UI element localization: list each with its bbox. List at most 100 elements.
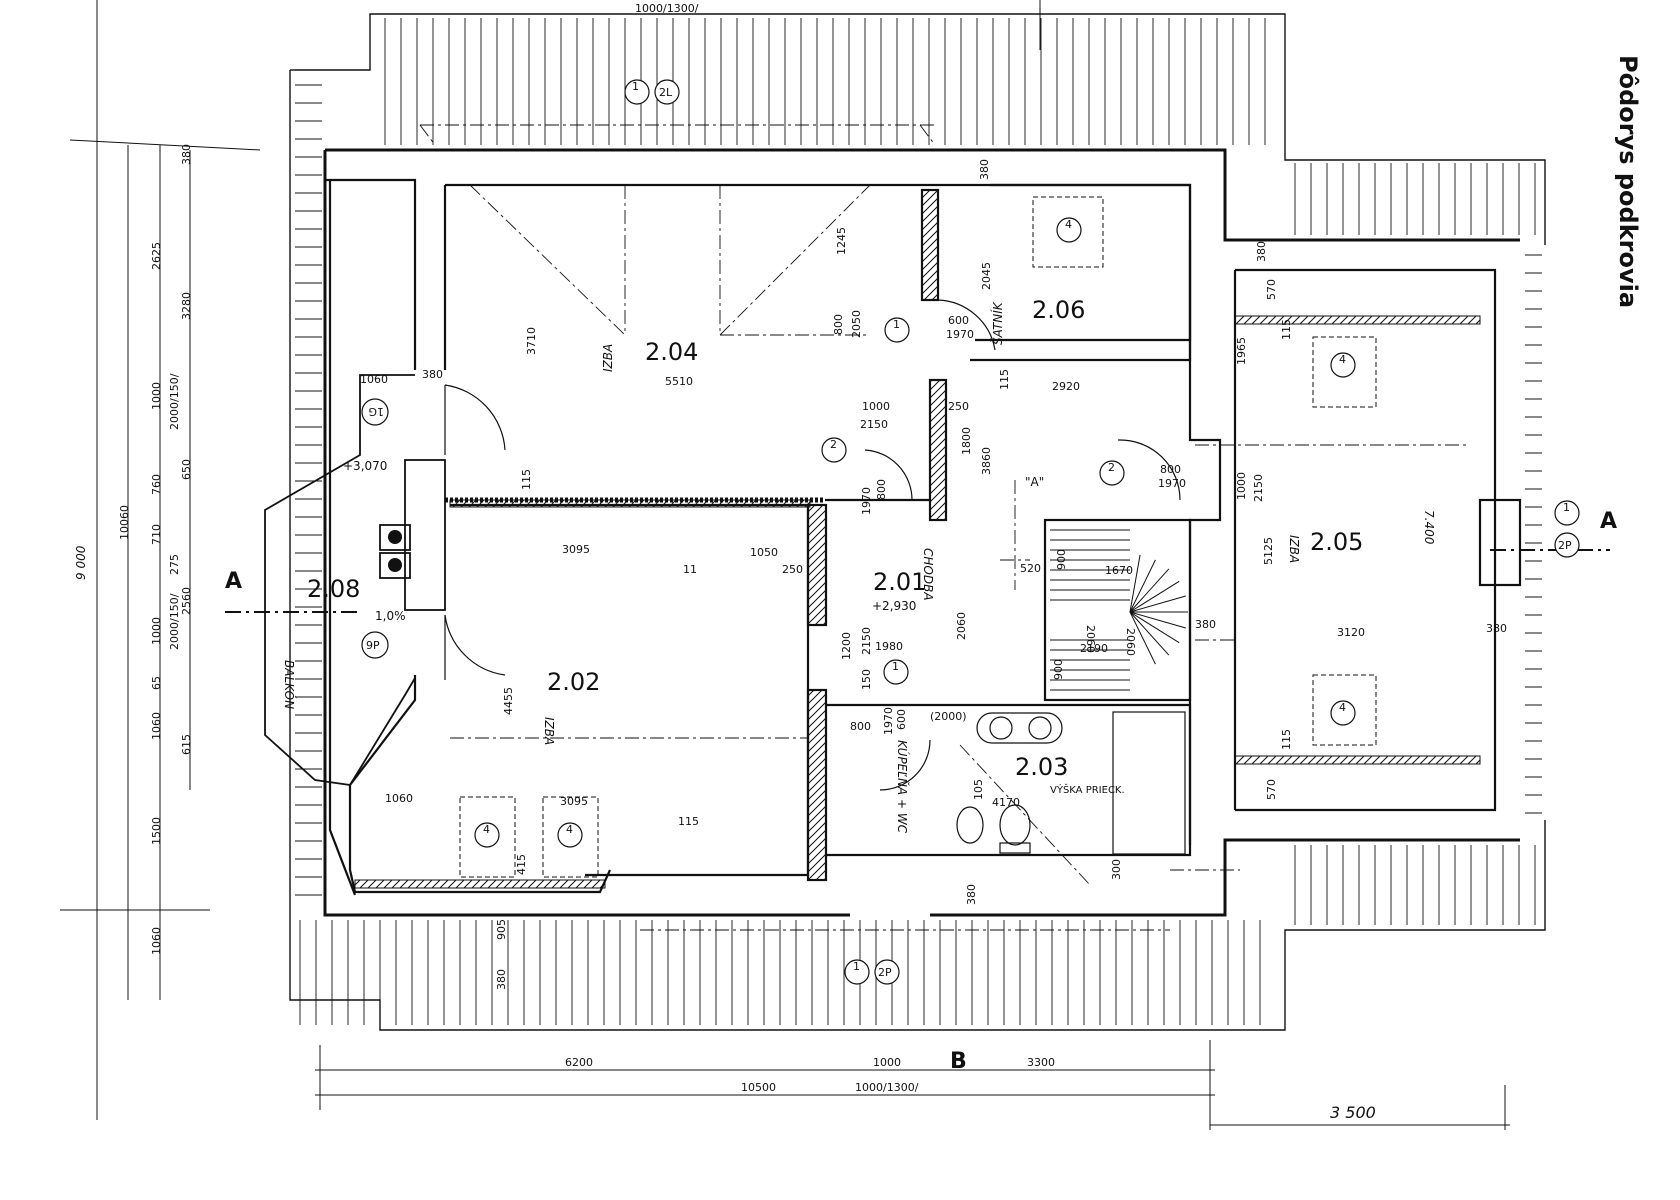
left-dim-11: 2000/150/ (168, 593, 181, 650)
dim-570b: 570 (1265, 779, 1278, 800)
page-title: Pôdorys podkrovia (1614, 55, 1642, 308)
dim-115e: 115 (1280, 729, 1293, 750)
dim-415: 415 (515, 854, 528, 875)
left-dim-18: 9 000 (74, 545, 88, 580)
roof-outline (289, 13, 1546, 1031)
window-2d-stair: 2 (1108, 461, 1115, 474)
left-dimension-chain (60, 0, 261, 1120)
beams (354, 315, 1481, 889)
room-2-03-name: KÚPEĽŇA + WC (895, 740, 910, 834)
construction-lines (419, 124, 1470, 931)
balcony (264, 374, 446, 786)
dim-bottom-10500: 10500 (741, 1081, 776, 1094)
bathroom-fixtures (956, 711, 1186, 855)
room-2-01-name: CHODBA (921, 548, 935, 601)
dim-800c: 800 (875, 479, 888, 500)
section-lines (225, 549, 1610, 613)
dim-600b: 600 (895, 709, 908, 730)
dim-250b: 250 (948, 400, 969, 413)
dim-7400: 7.400 (1422, 510, 1436, 545)
dim-2045: 2045 (980, 262, 993, 290)
dim-2150b: 2150 (860, 627, 873, 655)
window-4d-206: 4 (1065, 218, 1072, 231)
window-1d-203: 1 (892, 660, 899, 673)
dim-1245: 1245 (835, 227, 848, 255)
stair-note: "A" (1025, 475, 1044, 489)
door-9p-balcony: 9P (366, 639, 380, 652)
dim-4455: 4455 (502, 687, 515, 715)
room-2-08-level: +3,070 (343, 459, 387, 473)
top-dimension-tick (580, 0, 1041, 50)
dim-1000a: 1000 (862, 400, 890, 413)
balcony-drains (388, 530, 402, 572)
room-2-06-name: ŠATNÍK (990, 301, 1005, 345)
window-2l-top: 2L (659, 86, 673, 99)
dim-1050: 1050 (750, 546, 778, 559)
dim-800d: 800 (850, 720, 871, 733)
dim-top-1000-1300: 1000/1300/ (635, 2, 699, 15)
window-1d-206: 1 (893, 318, 900, 331)
section-mark-a-left: A (225, 569, 242, 594)
window-4d-202b: 4 (566, 823, 573, 836)
dim-1800: 1800 (960, 427, 973, 455)
dim-2000: (2000) (930, 710, 967, 723)
window-2d-201: 2 (830, 438, 837, 451)
left-dim-6: 760 (150, 474, 163, 495)
room-2-05-name: IZBA (1287, 535, 1301, 563)
left-dim-1: 2625 (150, 242, 163, 270)
room-2-04-name: IZBA (601, 344, 615, 372)
room-2-08-name: BALKÓN (282, 660, 297, 709)
dim-115d: 115 (1280, 319, 1293, 340)
room-2-08-slope: 1,0% (375, 609, 406, 623)
skylight-boxes (459, 196, 1377, 878)
dim-bottom-3300: 3300 (1027, 1056, 1055, 1069)
window-4d-205a: 4 (1339, 353, 1346, 366)
partition-height-note: VÝŠKA PRIECK. (1050, 783, 1125, 796)
left-dim-12: 65 (150, 676, 163, 690)
dim-3095b: 3095 (560, 795, 588, 808)
dim-380e: 380 (1255, 241, 1268, 262)
dim-1970b: 1970 (1158, 477, 1186, 490)
dim-4170: 4170 (992, 796, 1020, 809)
window-1k-right: 1 (1563, 501, 1570, 514)
dim-900a: 900 (1055, 549, 1068, 570)
left-dim-13: 615 (180, 734, 193, 755)
dim-2060b: 2060 (1124, 628, 1137, 656)
door-1g-balcony: 1G (368, 405, 384, 418)
left-dim-4: 2000/150/ (168, 373, 181, 430)
roof-rafters (295, 18, 1542, 1025)
dim-300: 300 (1110, 859, 1123, 880)
dim-380g: 380 (1486, 622, 1507, 635)
dim-2920: 2920 (1052, 380, 1080, 393)
left-dim-8: 275 (168, 554, 181, 575)
inner-walls (325, 178, 1522, 896)
dim-1000b: 1000 (1235, 472, 1248, 500)
room-2-02-name: IZBA (542, 717, 556, 745)
room-2-02-label: 2.02 (547, 668, 600, 696)
dim-105: 105 (972, 779, 985, 800)
left-dim-9: 2560 (180, 587, 193, 615)
window-markers (361, 79, 1580, 985)
dim-3120: 3120 (1337, 626, 1365, 639)
window-1k-bottom: 1 (853, 960, 860, 973)
dim-bottom-1000: 1000 (873, 1056, 901, 1069)
dim-520: 520 (1020, 562, 1041, 575)
dim-115c: 115 (998, 369, 1011, 390)
dim-2050: 2050 (850, 310, 863, 338)
window-2p-right: 2P (1558, 539, 1572, 552)
dim-1670: 1670 (1105, 564, 1133, 577)
left-dim-5: 650 (180, 459, 193, 480)
dim-115a: 115 (520, 469, 533, 490)
dim-5510: 5510 (665, 375, 693, 388)
outer-walls (323, 148, 1520, 917)
dim-3860: 3860 (980, 447, 993, 475)
dim-1970d: 1970 (882, 707, 895, 735)
dim-115b: 115 (678, 815, 699, 828)
dim-900b: 900 (1052, 659, 1065, 680)
left-dim-10: 1000 (150, 617, 163, 645)
dim-150: 150 (860, 669, 873, 690)
stair-treads (1050, 529, 1188, 691)
dim-380b: 380 (495, 969, 508, 990)
